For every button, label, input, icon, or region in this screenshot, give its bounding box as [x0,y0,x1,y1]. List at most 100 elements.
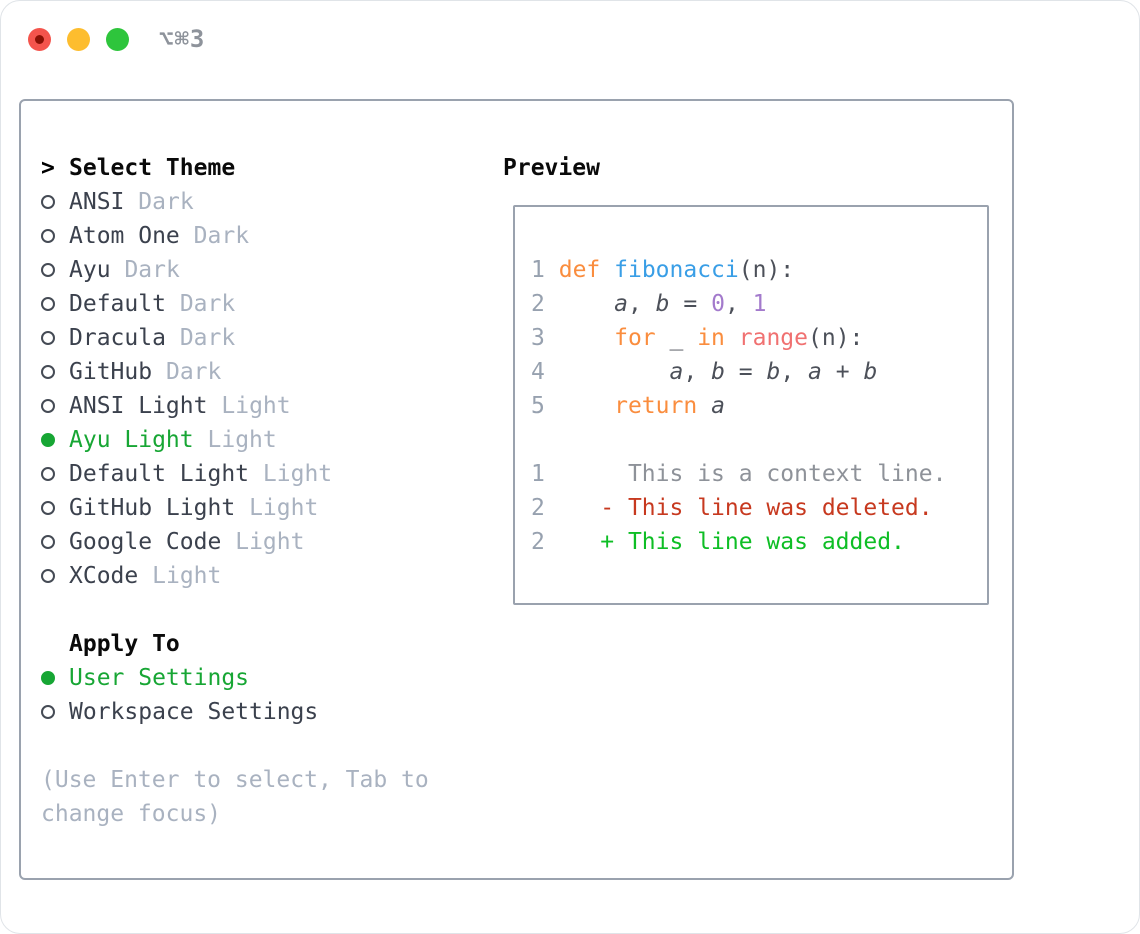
theme-name: Ayu [69,257,111,283]
code-line-5: 5 return a [531,389,987,423]
code-line-4: 4 a, b = b, a + b [531,355,987,389]
theme-variant-badge: Light [235,529,305,555]
theme-variant-badge: Dark [193,223,250,249]
theme-variant-badge: Light [221,393,291,419]
radio-unselected-icon [41,297,55,311]
theme-variant-badge: Dark [165,359,222,385]
diff-text-added: + This line was added. [558,529,905,555]
select-theme-header: > Select Theme [41,151,486,185]
theme-variant-badge: Dark [124,257,180,283]
theme-option-default-light-light[interactable]: Default Light Light [41,457,486,491]
zoom-button[interactable] [106,28,129,51]
theme-name: Atom One [69,223,180,249]
radio-selected-icon [41,671,55,685]
line-number: 5 [531,393,545,419]
diff-line-added: 2 + This line was added. [531,525,987,559]
token-keyword: for [614,325,656,351]
line-number: 2 [531,529,545,555]
token-var: b [655,291,670,317]
theme-option-google-code-light[interactable]: Google Code Light [41,525,486,559]
token-plain: , [683,359,712,385]
token-var: b [711,359,725,385]
theme-variant-badge: Dark [179,291,236,317]
radio-unselected-icon [41,399,55,413]
apply-to-title: Apply To [69,631,180,657]
token-plain: , [780,359,809,385]
token-var: a [669,359,684,385]
token-plain: = [669,291,712,317]
radio-icon [41,297,69,311]
token-plain: + [821,359,864,385]
radio-icon [41,331,69,345]
token-plain [559,325,614,351]
theme-option-ayu-light-light[interactable]: Ayu Light Light [41,423,486,457]
apply-option-label: User Settings [69,665,250,691]
theme-option-atom-one-dark[interactable]: Atom One Dark [41,219,486,253]
radio-unselected-icon [41,229,55,243]
theme-name: ANSI [69,189,125,215]
code-line-1: 1 def fibonacci(n): [531,253,987,287]
token-keyword: return [614,393,698,419]
theme-option-github-light-light[interactable]: GitHub Light Light [41,491,486,525]
token-number: 0 [711,291,725,317]
theme-option-ayu-dark[interactable]: Ayu Dark [41,253,486,287]
line-number: 2 [531,291,545,317]
radio-unselected-icon [41,535,55,549]
minimize-button[interactable] [67,28,90,51]
blank-line [531,423,987,457]
theme-variant-badge: Dark [138,189,194,215]
radio-unselected-icon [41,705,55,719]
diff-text-context: This is a context line. [558,461,947,487]
theme-option-default-dark[interactable]: Default Dark [41,287,486,321]
diff-line-deleted: 2 - This line was deleted. [531,491,987,525]
token-function: fibonacci [614,257,739,283]
token-plain: , [724,291,753,317]
radio-unselected-icon [41,195,55,209]
code-line-2: 2 a, b = 0, 1 [531,287,987,321]
token-plain: (n): [738,257,795,283]
theme-option-ansi-dark[interactable]: ANSI Dark [41,185,486,219]
theme-name: Ayu Light [69,427,194,453]
theme-variant-badge: Light [207,427,277,453]
radio-unselected-icon [41,263,55,277]
theme-variant-badge: Light [262,461,333,487]
token-keyword: def [558,257,601,283]
select-theme-title: Select Theme [69,155,236,181]
radio-unselected-icon [41,365,55,379]
line-number: 1 [531,257,545,283]
radio-selected-icon [41,433,55,447]
token-var: b [863,359,878,385]
token-special: range [738,325,809,351]
theme-variant-badge: Light [249,495,319,521]
radio-icon [41,399,69,413]
theme-name: Default [69,291,166,317]
apply-option-workspace-settings[interactable]: Workspace Settings [41,695,486,729]
radio-icon [41,195,69,209]
radio-icon [41,263,69,277]
theme-name: GitHub Light [69,495,236,521]
keyboard-hint: (Use Enter to select, Tab to change focu… [41,767,429,827]
theme-name: Google Code [69,529,222,555]
apply-option-user-settings[interactable]: User Settings [41,661,486,695]
token-plain [559,393,614,419]
token-plain [600,257,614,283]
close-button[interactable] [28,28,51,51]
radio-unselected-icon [41,501,55,515]
theme-name: Default Light [69,461,250,487]
radio-icon [41,569,69,583]
token-plain: (n): [808,325,864,351]
radio-icon [41,705,69,719]
token-number: 1 [752,291,767,317]
